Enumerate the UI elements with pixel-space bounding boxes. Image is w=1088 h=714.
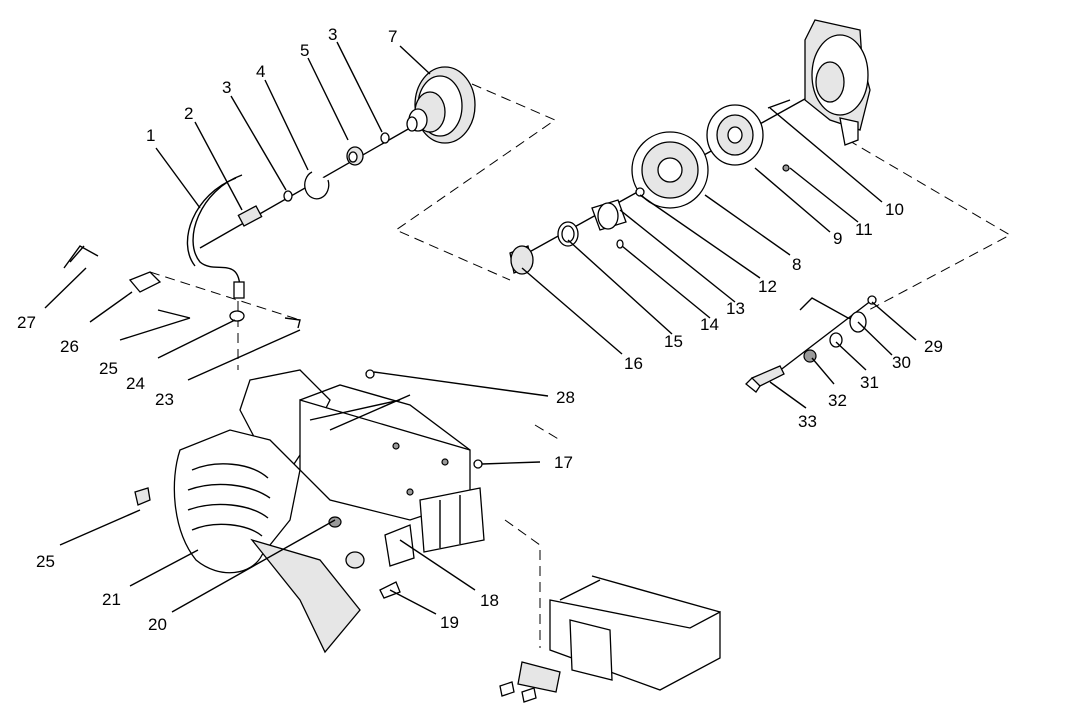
callout-20: 20 [148,615,167,634]
callout-17: 17 [554,453,573,472]
hitch-bracket-assembly [499,575,721,703]
callout-23: 23 [155,390,174,409]
callout-10: 10 [885,200,904,219]
callout-2: 2 [184,104,193,123]
callout-33: 33 [798,412,817,431]
leader-lines [44,41,917,615]
parts-12-16-spacers [509,164,790,275]
callout-25: 25 [36,552,55,571]
part-26-27-bracket-spring [63,245,301,329]
part-10-housing [767,19,871,146]
part-1-control-rod [186,174,245,299]
callout-31: 31 [860,373,879,392]
callout-5: 5 [300,41,309,60]
part-9-small-pulley [706,104,764,166]
parts-18-20-hardware [328,516,415,599]
left-shaft-parts [237,132,390,227]
parts-29-33-linkage [745,295,877,393]
callout-8: 8 [792,255,801,274]
callout-12: 12 [758,277,777,296]
callout-18: 18 [480,591,499,610]
part-21-grille-housing [134,429,361,654]
callout-26: 26 [60,337,79,356]
callout-21: 21 [102,590,121,609]
callout-28: 28 [556,388,575,407]
assembly-guide-lines [149,83,1012,648]
part-7-cone-pulley [406,66,476,144]
callout-14: 14 [700,315,719,334]
callout-19: 19 [440,613,459,632]
callout-27: 27 [17,313,36,332]
callout-7: 7 [388,27,397,46]
callout-32: 32 [828,391,847,410]
callout-30: 30 [892,353,911,372]
callout-3: 3 [328,25,337,44]
callout-4: 4 [256,62,265,81]
callout-13: 13 [726,299,745,318]
callout-labels: 1 2 3 3 4 5 7 8 9 10 11 12 13 14 15 16 1… [17,25,943,634]
callout-15: 15 [664,332,683,351]
callout-11: 11 [855,220,873,239]
callout-1: 1 [146,126,155,145]
callout-3: 3 [222,78,231,97]
callout-9: 9 [833,229,842,248]
callout-29: 29 [924,337,943,356]
part-8-large-pulley [631,131,709,209]
callout-16: 16 [624,354,643,373]
callout-25: 25 [99,359,118,378]
axis-lines [199,94,873,379]
callout-24: 24 [126,374,145,393]
